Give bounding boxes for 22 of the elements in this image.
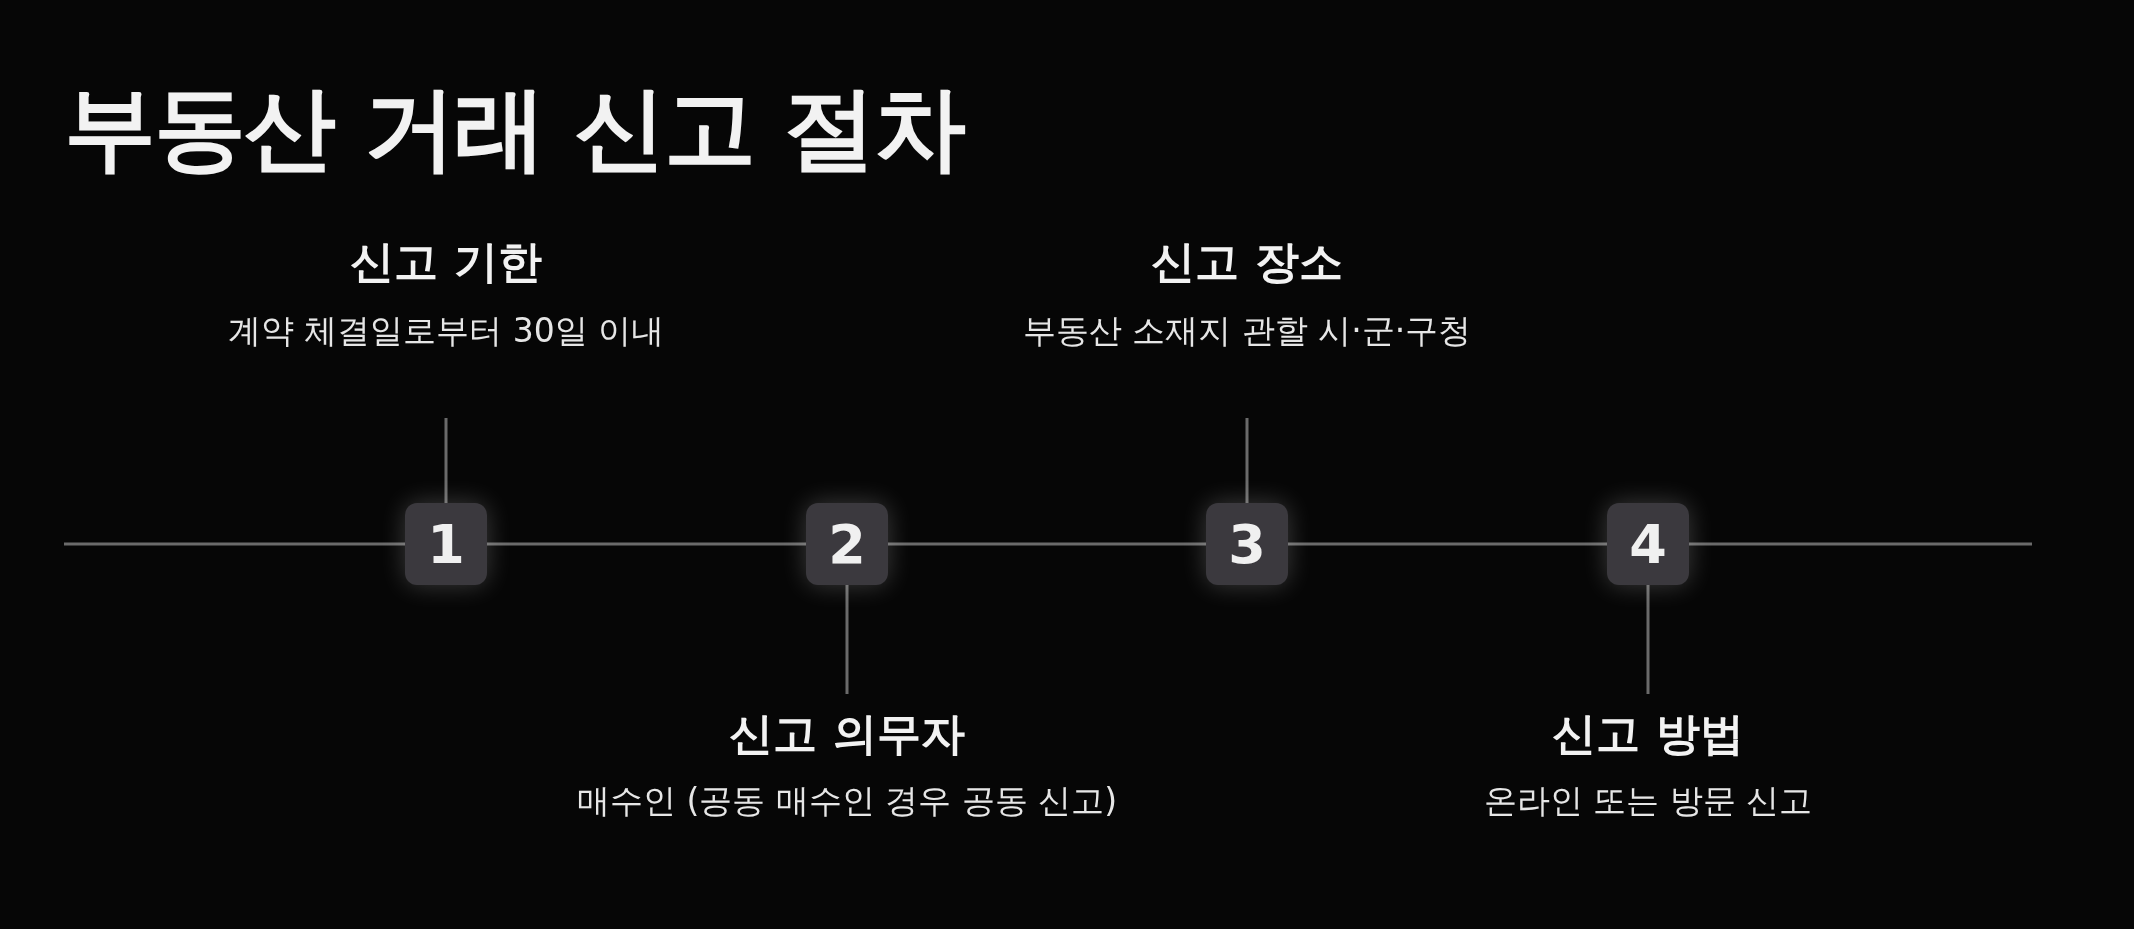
step-description: 계약 체결일로부터 30일 이내 [227, 310, 665, 351]
step-description: 부동산 소재지 관할 시·군·구청 [1022, 310, 1472, 351]
connector-line [845, 585, 849, 694]
timeline-line [1288, 542, 1607, 546]
step-number-badge: 2 [806, 503, 888, 585]
step-number-badge: 3 [1206, 503, 1288, 585]
connector-line [1245, 418, 1249, 503]
timeline-line [888, 542, 1206, 546]
step-heading: 신고 장소 [1151, 236, 1343, 289]
step-description: 온라인 또는 방문 신고 [1483, 780, 1813, 821]
step-heading: 신고 기한 [350, 236, 542, 289]
connector-line [1646, 585, 1650, 694]
timeline-line [487, 542, 806, 546]
timeline-line [64, 542, 405, 546]
step-number-badge: 1 [405, 503, 487, 585]
connector-line [444, 418, 448, 503]
step-heading: 신고 의무자 [729, 708, 965, 761]
title: 부동산 거래 신고 절차 [64, 78, 965, 180]
timeline-line [1689, 542, 2032, 546]
step-description: 매수인 (공동 매수인 경우 공동 신고) [576, 780, 1118, 821]
step-heading: 신고 방법 [1552, 708, 1744, 761]
step-number-badge: 4 [1607, 503, 1689, 585]
